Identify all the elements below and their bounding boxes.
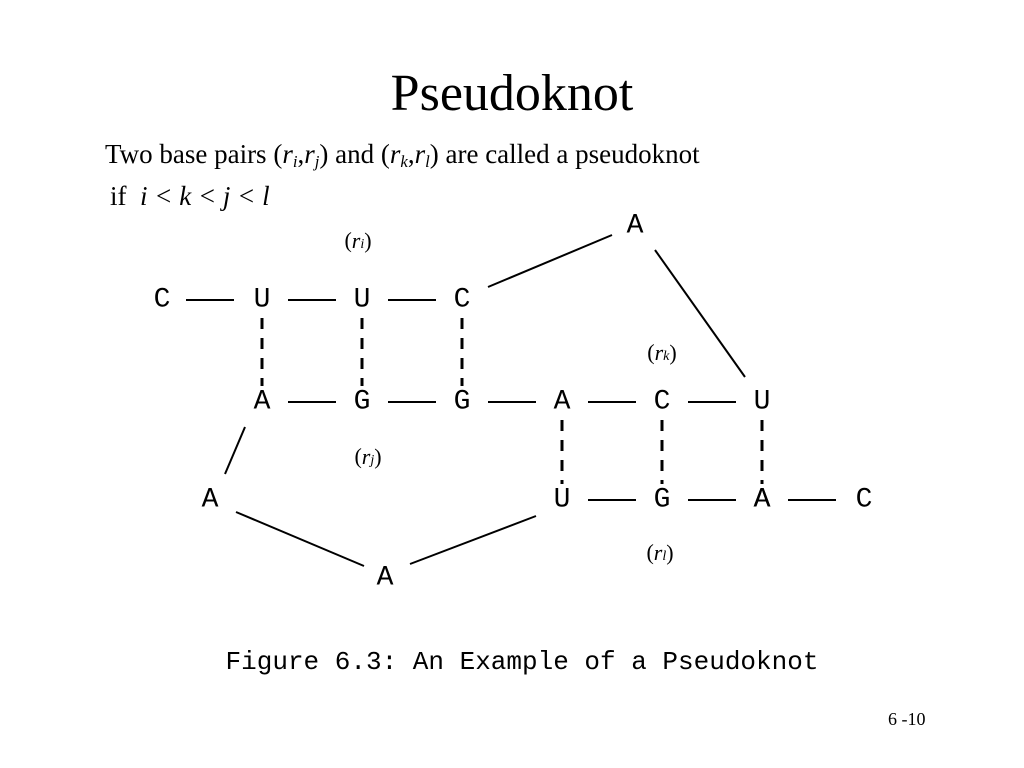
pair-label-rj-r: r xyxy=(362,444,371,469)
pair-label-rk: (rk) xyxy=(647,340,676,365)
node-17: C xyxy=(856,485,873,516)
node-12: A xyxy=(377,563,394,594)
node-7: C xyxy=(654,387,671,418)
pair-label-rj: (rj) xyxy=(354,444,381,469)
condition-if: if xyxy=(110,181,127,211)
node-15: G xyxy=(654,485,671,516)
pair-label-rj-sub: j xyxy=(368,453,374,468)
node-13: A xyxy=(754,485,771,516)
node-11: A xyxy=(202,485,219,516)
node-1: U xyxy=(254,285,271,316)
node-5: U xyxy=(754,387,771,418)
sub-l: l xyxy=(425,152,430,172)
node-3: C xyxy=(454,285,471,316)
figure-caption: Figure 6.3: An Example of a Pseudoknot xyxy=(225,647,819,677)
edge-a-bottom-u xyxy=(409,515,537,565)
var-r-i: r xyxy=(282,139,293,169)
var-r-k: r xyxy=(389,139,401,169)
var-r-l: r xyxy=(414,139,426,169)
node-10: G xyxy=(454,387,471,418)
edge-c-a-top xyxy=(487,234,613,288)
pair-label-rk-sub: k xyxy=(663,349,670,364)
pair-label-ri-sub: i xyxy=(360,237,364,252)
page-number: 6 -10 xyxy=(888,709,926,729)
condition-expression: i < k < j < l xyxy=(140,181,270,211)
pseudoknot-definition: Two base pairs (ri,rj) and (rk,rl) are c… xyxy=(105,136,700,172)
node-2: U xyxy=(354,285,371,316)
definition-mid: ) and ( xyxy=(319,139,390,169)
pair-label-rl-sub: l xyxy=(662,549,666,564)
node-14: U xyxy=(554,485,571,516)
pair-label-rl-r: r xyxy=(654,540,663,565)
pair-label-rk-r: r xyxy=(655,340,664,365)
comma-2: , xyxy=(407,139,415,169)
pseudoknot-condition: if i < k < j < l xyxy=(110,178,270,214)
node-6: A xyxy=(554,387,571,418)
slide-title: Pseudoknot xyxy=(390,65,634,122)
edge-a-a-bottom xyxy=(235,511,365,567)
node-9: G xyxy=(354,387,371,418)
edge-a-a-left xyxy=(224,426,246,475)
pair-label-rl: (rl) xyxy=(646,540,673,565)
sub-k: k xyxy=(400,152,408,172)
node-4: A xyxy=(627,211,644,242)
definition-prefix: Two base pairs ( xyxy=(105,139,283,169)
node-8: A xyxy=(254,387,271,418)
sub-j: j xyxy=(314,152,320,172)
node-16: A xyxy=(754,485,771,516)
edge-a-top-u xyxy=(654,249,746,378)
var-r-j: r xyxy=(304,139,315,169)
pair-label-ri-r: r xyxy=(352,228,361,253)
pair-label-ri: (ri) xyxy=(344,228,371,253)
node-0: C xyxy=(154,285,171,316)
definition-suffix: ) are called a pseudoknot xyxy=(429,139,700,169)
comma-1: , xyxy=(297,139,305,169)
sub-i: i xyxy=(292,152,298,172)
